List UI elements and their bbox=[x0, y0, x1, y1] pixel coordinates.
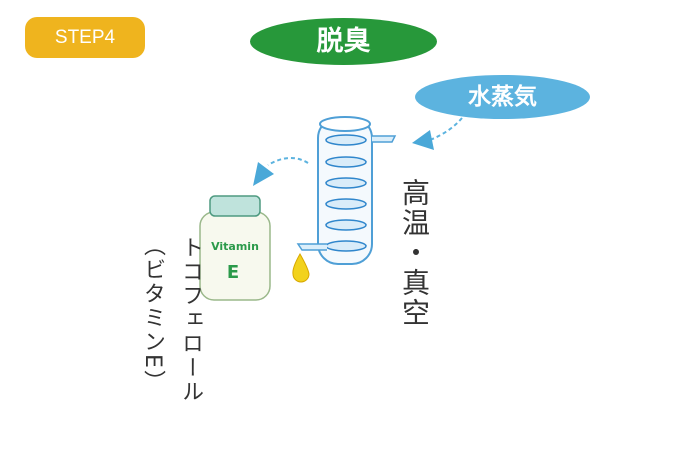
conditions-label: 高温・真空 bbox=[398, 178, 431, 328]
oil-drop-icon bbox=[292, 252, 310, 283]
bottle-label-e: E bbox=[227, 262, 239, 283]
product-name: トコフェロール bbox=[178, 236, 203, 404]
product-alias: （ビタミンE） bbox=[140, 234, 165, 394]
output-arrow bbox=[253, 157, 309, 186]
steam-label: 水蒸気 bbox=[415, 75, 590, 119]
distillation-column bbox=[296, 116, 397, 265]
step-badge: STEP4 bbox=[25, 17, 145, 58]
bottle-label-vitamin: Vitamin bbox=[211, 240, 259, 253]
title-deodorize: 脱臭 bbox=[250, 18, 437, 65]
vitamin-e-bottle: Vitamin E bbox=[199, 195, 271, 301]
steam-arrow bbox=[412, 117, 463, 150]
